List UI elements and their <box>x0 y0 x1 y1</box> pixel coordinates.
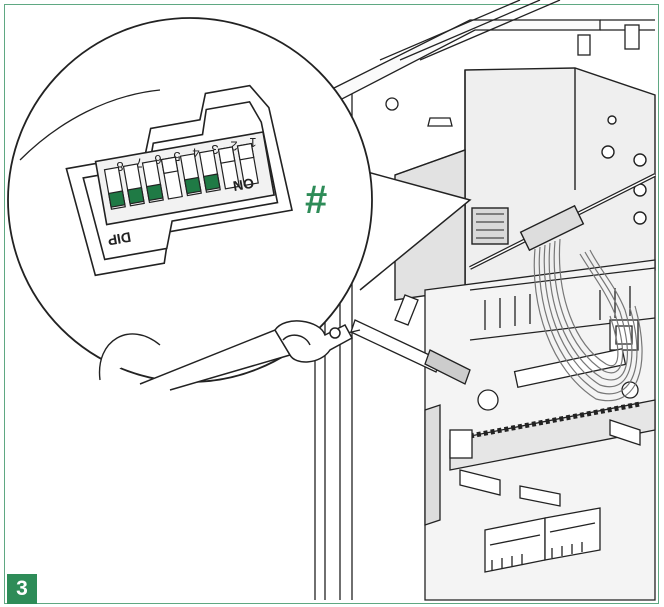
dip-knob-7 <box>126 186 145 205</box>
dip-switch-5 <box>160 156 183 200</box>
dip-number-2: 2 <box>230 139 237 154</box>
step-number-badge: 3 <box>7 574 37 604</box>
knob-shape <box>98 333 161 381</box>
dip-knob-3 <box>202 173 221 191</box>
screwdriver-tool <box>350 294 471 385</box>
dip-number-1: 1 <box>249 135 256 150</box>
chassis-rails <box>314 0 655 600</box>
dip-knob-2 <box>217 146 236 164</box>
dip-switch-3 <box>198 149 221 193</box>
dip-number-8: 8 <box>116 159 123 174</box>
figure-frame <box>4 4 659 604</box>
terminal-blocks <box>484 507 601 573</box>
dip-knob-6 <box>145 183 164 202</box>
magnified-screwdriver <box>139 320 354 391</box>
dip-switch-8 <box>103 166 126 210</box>
dip-number-5: 5 <box>173 149 180 164</box>
dip-knob-8 <box>107 190 126 208</box>
dip-switch-4 <box>179 153 202 197</box>
dip-number-6: 6 <box>154 152 161 167</box>
dip-number-4: 4 <box>192 145 199 160</box>
lower-board <box>424 259 656 601</box>
dip-switch-7 <box>122 163 145 207</box>
terminal-strip <box>449 399 656 471</box>
dip-switch-1 <box>236 142 259 187</box>
dip-number-3: 3 <box>211 142 218 157</box>
dip-switch-2 <box>217 146 240 190</box>
callout-symbol: # <box>305 178 327 222</box>
dip-label: DIP <box>106 229 132 249</box>
on-label: ON <box>232 175 255 194</box>
dip-knob-5 <box>160 156 179 175</box>
ribbon-cable <box>533 238 643 402</box>
dip-number-7: 7 <box>135 156 142 171</box>
dip-knob-4 <box>183 176 202 195</box>
dip-knob-1 <box>236 142 255 161</box>
dip-switch-6 <box>141 159 164 204</box>
